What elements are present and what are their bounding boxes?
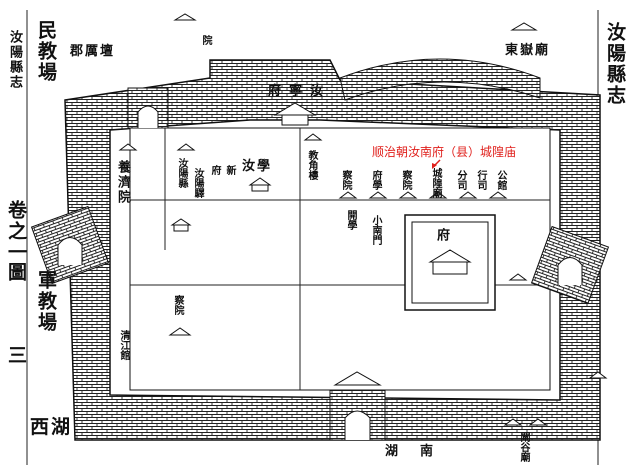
label-south-temple: 察院: [172, 295, 183, 315]
label-fu: 府: [209, 165, 220, 175]
label-top-temple: 院: [200, 35, 211, 45]
temple-row-item-chenghuang: 城隍廟: [430, 168, 441, 198]
volume-label: 卷之一: [5, 200, 27, 263]
label-qingjiang-guan: 清江館: [118, 330, 129, 360]
annotation-label: 顺治朝汝南府（县）城隍庙: [372, 145, 517, 159]
north-arch-wall: [339, 58, 541, 101]
label-prefecture-office: 府: [434, 228, 449, 243]
label-xiao-nanmen: 小南門: [370, 215, 381, 245]
gate-north: [273, 102, 317, 126]
label-west-lake: 西湖: [30, 416, 73, 438]
buildings: [118, 13, 608, 426]
side-note: 汝陽縣志: [7, 30, 22, 90]
gate-west: [30, 205, 110, 285]
label-jiaojiao-tower: 教角樓: [306, 150, 317, 180]
temple-row-item: 察院: [340, 170, 351, 190]
page-number: 三: [5, 345, 27, 366]
label-xin: 新: [224, 165, 235, 175]
label-jun-li-tan: 郡厲壇: [70, 44, 116, 59]
annotation-arrowhead: [432, 163, 437, 169]
gate-north-west: [127, 87, 169, 129]
label-kaixue: 開學: [345, 210, 356, 230]
label-dongyue-temple: 東嶽廟: [505, 43, 551, 58]
label-ruyang-yi: 汝陽驛: [192, 168, 203, 198]
label-south-lake: 湖南: [385, 444, 456, 459]
temple-row-item: 公館: [495, 170, 506, 190]
temple-row-item: 察院: [400, 170, 411, 190]
label-bottom-right: 閘谷廟: [518, 432, 529, 462]
label-prefecture: 府寧汝: [268, 84, 332, 99]
temple-row-item: 行司: [475, 170, 486, 190]
book-title: 汝陽縣志: [604, 22, 626, 106]
temple-row-item: 府學: [370, 170, 381, 190]
label-ru-school: 汝學: [242, 159, 273, 174]
label-ruyang-county: 汝陽縣: [176, 158, 187, 188]
gate-east: [530, 225, 610, 305]
gate-south: [329, 371, 386, 441]
temple-row-item: 分司: [455, 170, 466, 190]
label-min-jiaochang: 民教場: [35, 20, 57, 83]
figure-label: 圖: [5, 262, 27, 283]
label-yangji-yuan: 養濟院: [115, 160, 130, 205]
label-jun-jiaochang: 軍教場: [35, 270, 57, 333]
